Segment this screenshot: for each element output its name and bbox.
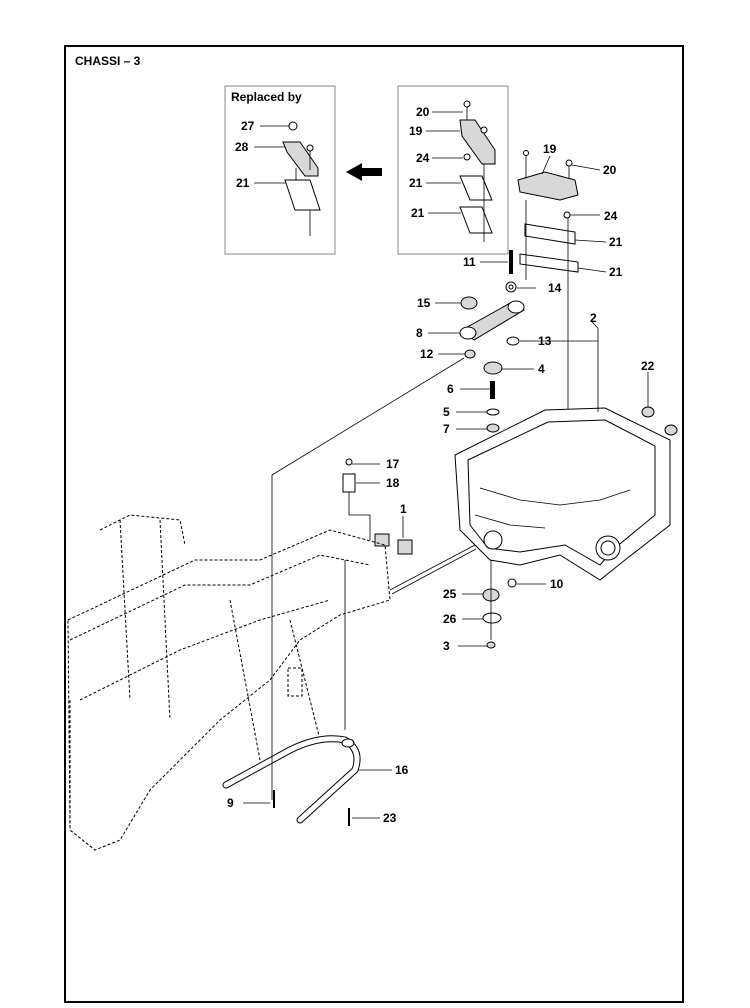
- callout-24: 24: [604, 209, 618, 223]
- replacement-arrow-icon: [346, 163, 382, 181]
- callout-21: 21: [411, 206, 425, 220]
- diagram-frame: [64, 45, 684, 1003]
- link-arm-parts: [459, 296, 525, 433]
- callout-21: 21: [236, 176, 250, 190]
- callout-6: 6: [447, 382, 454, 396]
- callout-14: 14: [548, 281, 562, 295]
- inset-replacement-parts: [282, 121, 321, 236]
- callout-3: 3: [443, 639, 450, 653]
- callout-9: 9: [227, 796, 234, 810]
- callout-7: 7: [443, 422, 450, 436]
- page-title: CHASSI – 3: [75, 54, 141, 68]
- callout-24: 24: [416, 151, 430, 165]
- callout-19: 19: [543, 142, 557, 156]
- callout-labels: 27 28 21 20 19 24 21 21 19 20 24 21 21 1…: [227, 105, 655, 825]
- callout-26: 26: [443, 612, 457, 626]
- inset-title: Replaced by: [231, 90, 302, 104]
- callout-1: 1: [400, 502, 407, 516]
- callout-17: 17: [386, 457, 400, 471]
- callout-27: 27: [241, 119, 255, 133]
- callout-2: 2: [590, 311, 597, 325]
- leader-lines: [243, 111, 649, 819]
- callout-5: 5: [443, 405, 450, 419]
- callout-21: 21: [609, 235, 623, 249]
- callout-10: 10: [550, 577, 564, 591]
- callout-23: 23: [383, 811, 397, 825]
- callout-18: 18: [386, 476, 400, 490]
- callout-25: 25: [443, 587, 457, 601]
- inset-replacement-box: [224, 85, 336, 255]
- callout-22: 22: [641, 359, 655, 373]
- callout-16: 16: [395, 763, 409, 777]
- pivot-parts: [482, 560, 502, 649]
- callout-15: 15: [417, 296, 431, 310]
- callout-20: 20: [603, 163, 617, 177]
- inset-original-parts: [459, 100, 496, 242]
- rod-part: [222, 735, 361, 826]
- callout-11: 11: [463, 255, 476, 269]
- callout-4: 4: [538, 362, 545, 376]
- inset-original-box: [397, 85, 509, 255]
- tractor-chassis: [67, 514, 477, 851]
- callout-21: 21: [609, 265, 623, 279]
- callout-12: 12: [420, 347, 434, 361]
- callout-20: 20: [416, 105, 430, 119]
- callout-8: 8: [416, 326, 423, 340]
- callout-13: 13: [538, 334, 552, 348]
- callout-28: 28: [235, 140, 249, 154]
- deck-frame: [454, 406, 678, 588]
- callout-19: 19: [409, 124, 423, 138]
- callout-21: 21: [409, 176, 423, 190]
